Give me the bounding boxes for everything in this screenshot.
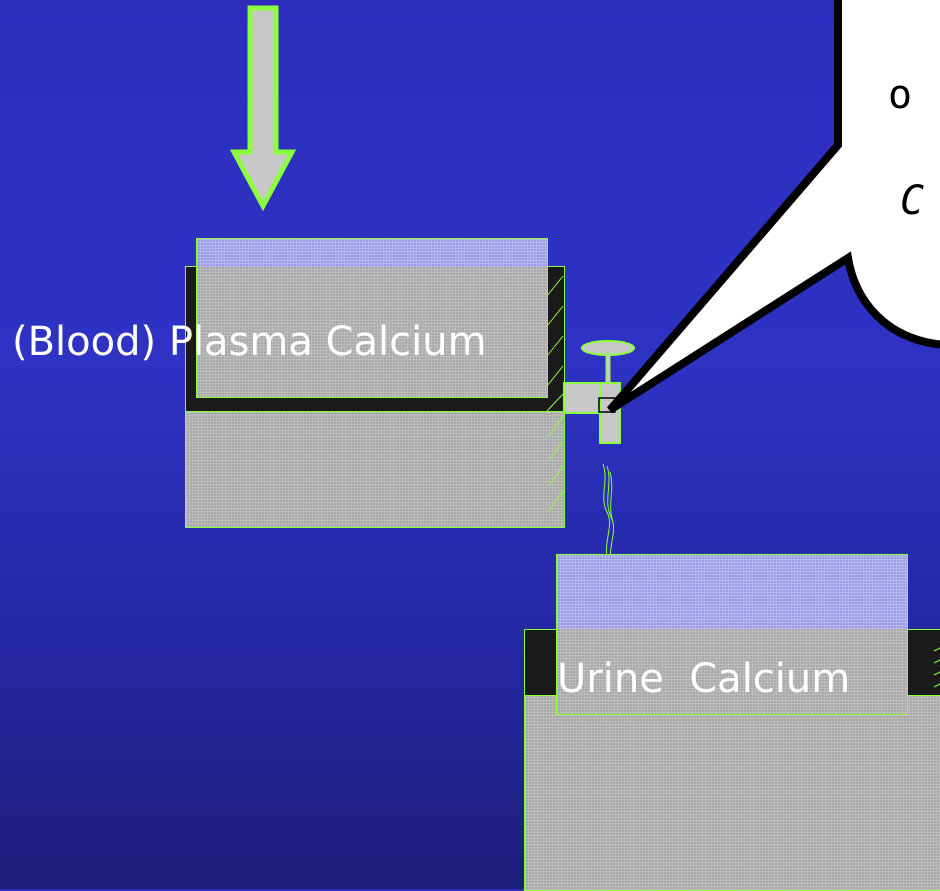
plasma-tank-body — [185, 411, 565, 528]
urine-tank-hatch — [932, 639, 940, 699]
urine-fluid-surface — [557, 555, 907, 629]
callout-text-line1: o — [888, 72, 912, 118]
plasma-calcium-label: (Blood) Plasma Calcium — [12, 322, 487, 362]
urine-tank-body — [524, 695, 940, 891]
callout-text-line2: C — [900, 178, 924, 224]
plasma-fluid — [196, 238, 548, 398]
speech-bubble — [600, 0, 940, 420]
input-arrow-icon — [228, 0, 298, 212]
plasma-fluid-surface — [197, 239, 547, 267]
urine-calcium-label: Urine Calcium — [557, 659, 850, 699]
